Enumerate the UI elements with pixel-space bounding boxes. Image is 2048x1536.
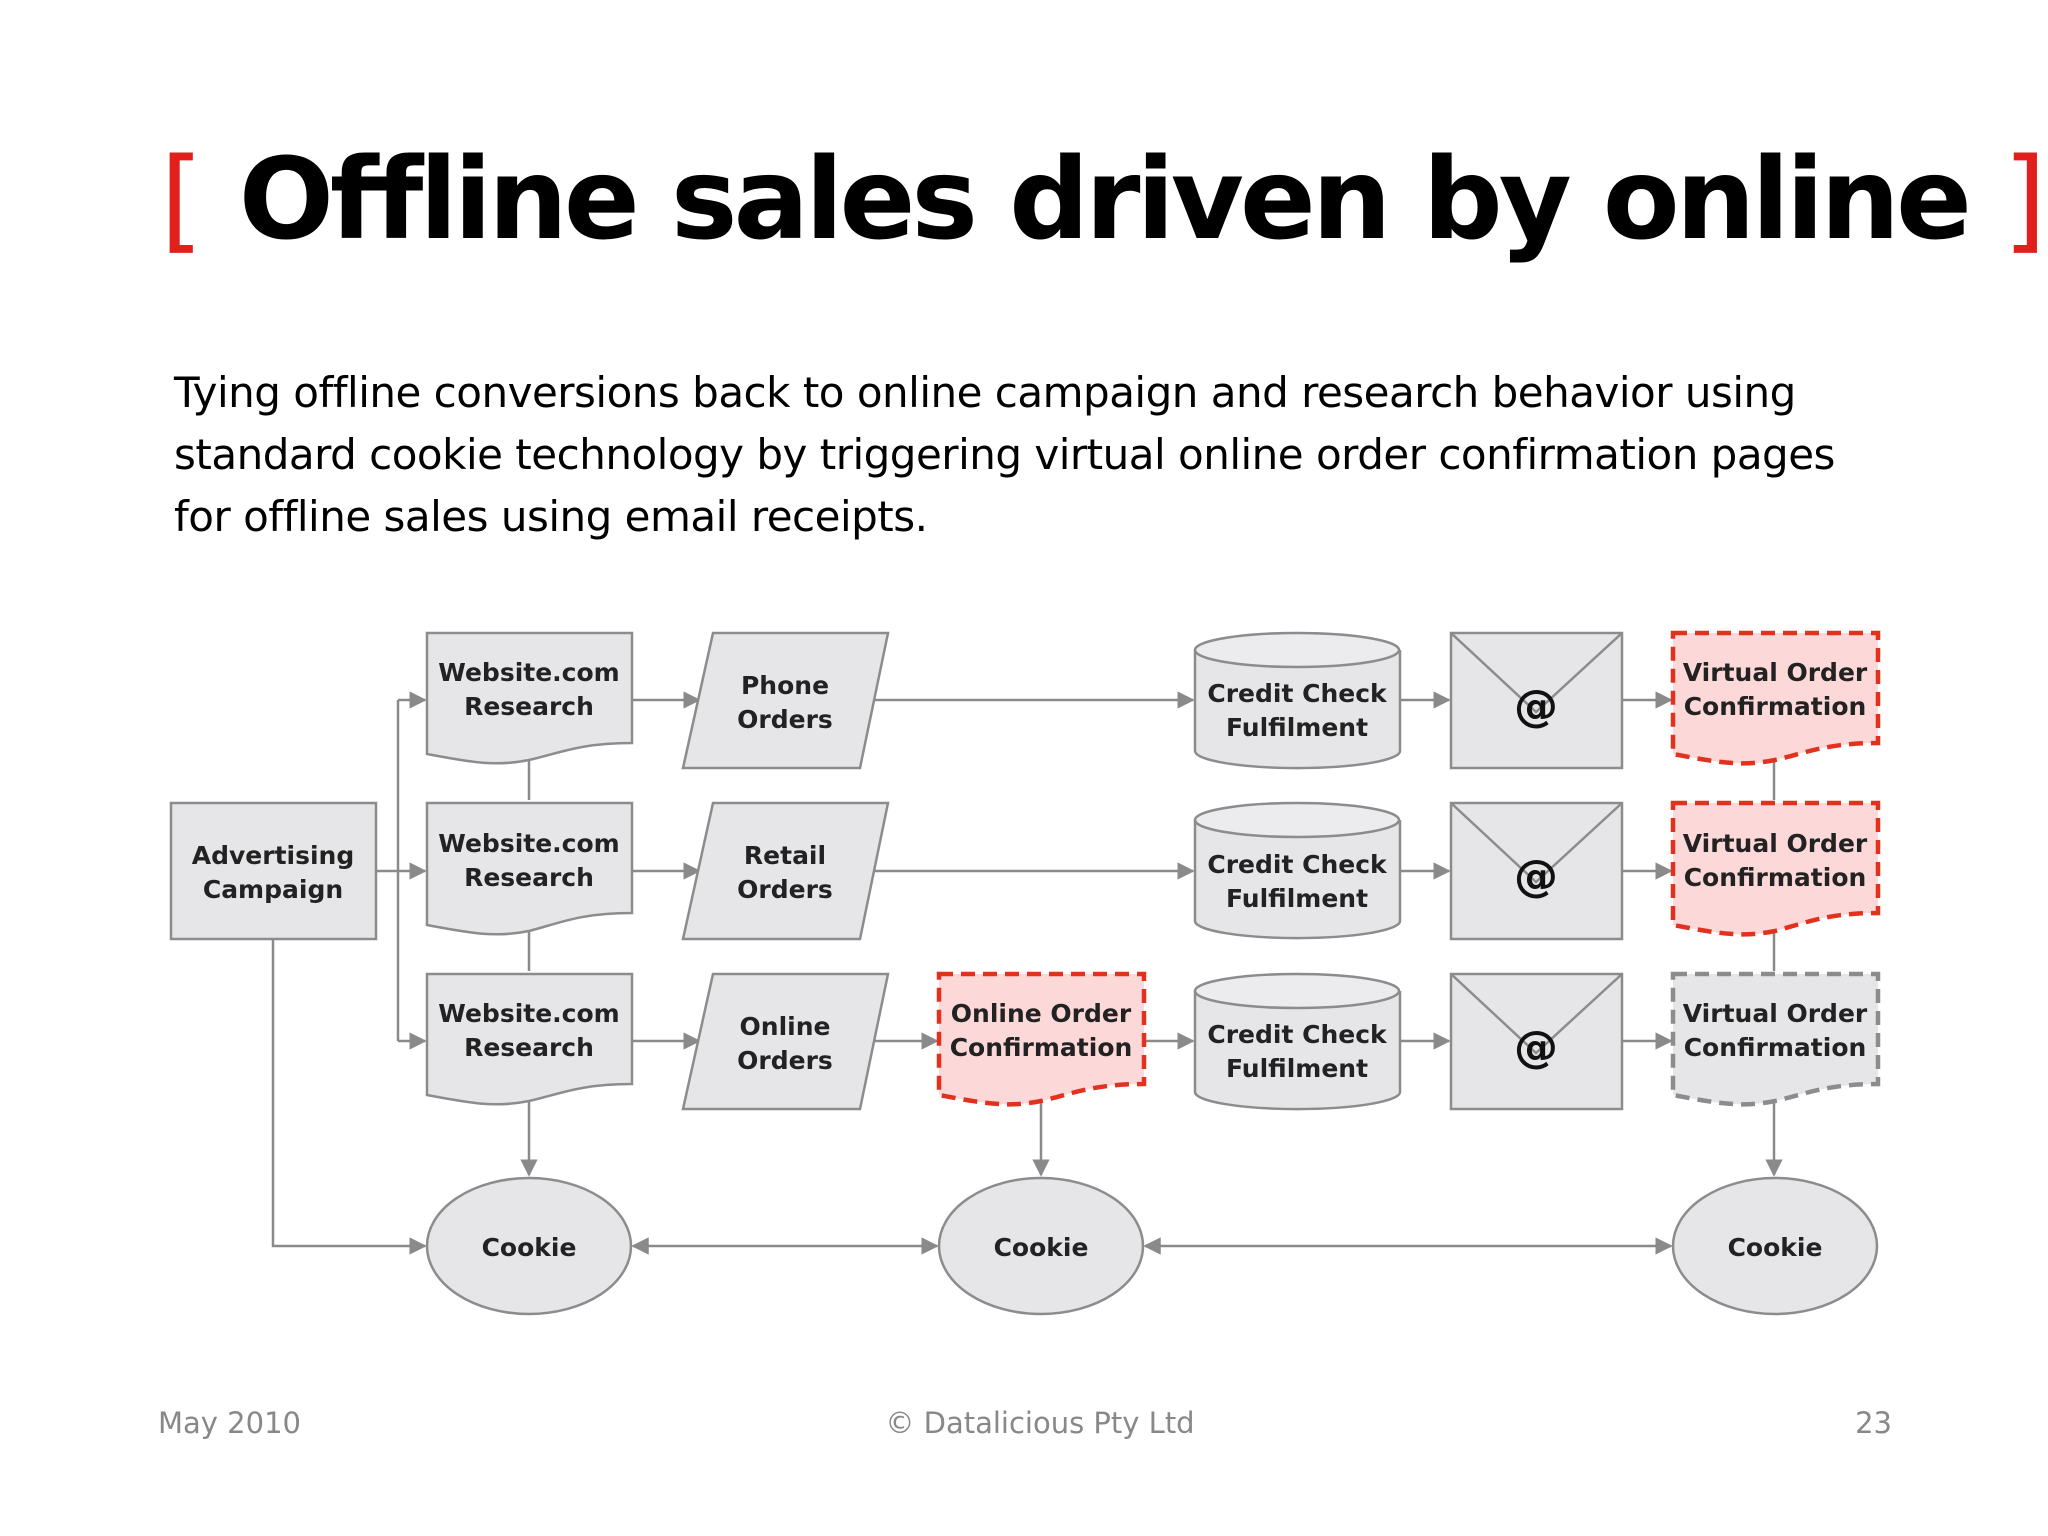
page-number: 23 [1855, 1406, 1892, 1440]
research-label-row2-line2: Research [464, 863, 594, 892]
virtual-confirmation-label-row1-line2: Confirmation [1684, 692, 1867, 721]
retail-orders-node: Retail Orders [681, 801, 890, 941]
credit-check-label-row1-line1: Credit Check [1207, 679, 1388, 708]
slide-subtitle: Tying offline conversions back to online… [174, 368, 1835, 541]
envelope-icon: @ [1449, 972, 1624, 1111]
credit-check-label-row3-line1: Credit Check [1207, 1020, 1388, 1049]
credit-check-label-row2-line2: Fulfilment [1226, 884, 1368, 913]
credit-check-label-row1-line2: Fulfilment [1226, 713, 1368, 742]
retail-orders-label-line2: Orders [737, 875, 833, 904]
research-label-row1-line1: Website.com [438, 658, 619, 687]
online-orders-label-line1: Online [740, 1012, 831, 1041]
cookie-label-left: Cookie [482, 1233, 577, 1262]
online-orders-node: Online Orders [681, 972, 890, 1111]
research-label-row3-line2: Research [464, 1033, 594, 1062]
email-at-symbol-row1: @ [1514, 681, 1558, 732]
footer-date: May 2010 [158, 1406, 301, 1440]
cookie-label-center: Cookie [994, 1233, 1089, 1262]
cookie-node-left: Cookie [425, 1176, 633, 1316]
research-node-row3: Website.com Research [425, 972, 634, 1106]
connector-ad-cookie [271, 939, 427, 1255]
envelope-icon: @ [1449, 801, 1624, 941]
connectors [271, 691, 1783, 1255]
title-text: Offline sales driven by online [238, 135, 1972, 265]
title-bracket-close: ] [2002, 135, 2047, 265]
research-node-row1: Website.com Research [425, 631, 634, 765]
credit-check-node-row2: Credit Check Fulfilment [1193, 801, 1402, 940]
envelope-icon: @ [1449, 631, 1624, 770]
virtual-order-confirmation-node-row2: Virtual Order Confirmation [1670, 800, 1881, 937]
virtual-order-confirmation-node-row3: Virtual Order Confirmation [1670, 971, 1881, 1107]
virtual-confirmation-label-row2-line2: Confirmation [1684, 863, 1867, 892]
advertising-campaign-label-line1: Advertising [192, 841, 355, 870]
email-at-symbol-row2: @ [1514, 851, 1558, 902]
advertising-campaign-label-line2: Campaign [203, 875, 343, 904]
phone-orders-node: Phone Orders [681, 631, 890, 770]
credit-check-label-row2-line1: Credit Check [1207, 850, 1388, 879]
phone-orders-label-line1: Phone [741, 671, 829, 700]
slide-title: [ Offline sales driven by online ] [160, 130, 2047, 270]
footer-copyright: © Datalicious Pty Ltd [885, 1406, 1195, 1440]
research-node-row2: Website.com Research [425, 801, 634, 936]
online-order-confirmation-node: Online Order Confirmation [936, 971, 1147, 1107]
credit-check-label-row3-line2: Fulfilment [1226, 1054, 1368, 1083]
online-order-confirmation-label-line2: Confirmation [950, 1033, 1133, 1062]
virtual-confirmation-label-row1-line1: Virtual Order [1683, 658, 1868, 687]
online-orders-label-line2: Orders [737, 1046, 833, 1075]
credit-check-node-row1: Credit Check Fulfilment [1193, 631, 1402, 770]
research-label-row2-line1: Website.com [438, 829, 619, 858]
research-label-row1-line2: Research [464, 692, 594, 721]
cookie-node-center: Cookie [937, 1176, 1145, 1316]
advertising-campaign-node: Advertising Campaign [169, 801, 378, 941]
virtual-confirmation-label-row3-line1: Virtual Order [1683, 999, 1868, 1028]
cookie-label-right: Cookie [1728, 1233, 1823, 1262]
online-order-confirmation-label-line1: Online Order [951, 999, 1132, 1028]
credit-check-node-row3: Credit Check Fulfilment [1193, 972, 1402, 1111]
email-at-symbol-row3: @ [1514, 1022, 1558, 1073]
cookie-node-right: Cookie [1671, 1176, 1879, 1316]
retail-orders-label-line1: Retail [744, 841, 826, 870]
virtual-order-confirmation-node-row1: Virtual Order Confirmation [1670, 630, 1881, 766]
phone-orders-label-line2: Orders [737, 705, 833, 734]
title-bracket-open: [ [160, 135, 204, 265]
virtual-confirmation-label-row3-line2: Confirmation [1684, 1033, 1867, 1062]
research-label-row3-line1: Website.com [438, 999, 619, 1028]
virtual-confirmation-label-row2-line1: Virtual Order [1683, 829, 1868, 858]
